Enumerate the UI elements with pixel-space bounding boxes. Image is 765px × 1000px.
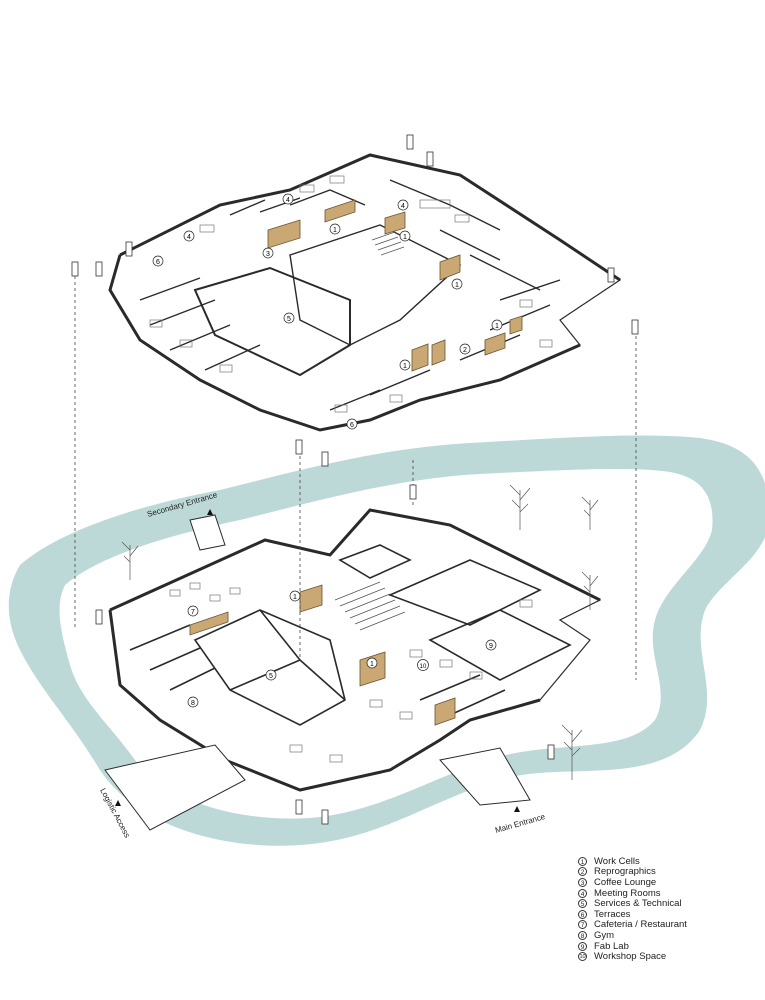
svg-text:1: 1 — [455, 282, 459, 289]
ground-floor-furniture — [169, 582, 533, 763]
legend: 1 Work Cells 2 Reprographics 3 Coffee Loung… — [578, 856, 758, 962]
legend-number: 8 — [578, 930, 587, 940]
svg-text:4: 4 — [401, 203, 405, 210]
upper-floor-furniture — [149, 175, 553, 413]
main-entrance-bridge — [439, 747, 531, 806]
legend-item: 7 Cafeteria / Restaurant — [578, 919, 758, 931]
svg-text:6: 6 — [350, 422, 354, 429]
trees — [121, 484, 599, 780]
room-marker: 4 — [282, 193, 294, 205]
svg-text:3: 3 — [266, 251, 270, 258]
legend-label: Reprographics — [594, 866, 656, 878]
room-marker: 1 — [399, 359, 411, 371]
ground-floor-stairs — [334, 581, 406, 631]
tree-icon — [581, 496, 599, 530]
room-marker: 6 — [152, 255, 164, 267]
legend-label: Fab Lab — [594, 940, 629, 952]
legend-label: Cafeteria / Restaurant — [594, 919, 687, 931]
upper-floor-plan — [108, 153, 622, 432]
upper-floor-markers: 1 1 1 1 1 2 3 4 4 4 5 6 6 — [152, 193, 503, 430]
logistic-access-arrow-icon — [115, 800, 121, 806]
room-marker: 8 — [187, 696, 199, 708]
room-marker: 1 — [366, 657, 378, 669]
svg-text:2: 2 — [463, 347, 467, 354]
tree-icon — [561, 724, 583, 780]
logistic-access-ramp — [104, 744, 246, 831]
legend-label: Gym — [594, 929, 615, 941]
legend-number: 4 — [578, 888, 587, 898]
room-marker: 4 — [183, 230, 195, 242]
room-marker: 7 — [187, 605, 199, 617]
secondary-entrance-bridge — [189, 514, 226, 551]
svg-text:1: 1 — [293, 594, 297, 601]
room-marker: 1 — [399, 230, 411, 242]
room-marker: 1 — [329, 223, 341, 235]
upper-floor-stairs — [371, 231, 405, 256]
svg-text:5: 5 — [269, 673, 273, 680]
legend-item: 4 Meeting Rooms — [578, 888, 758, 899]
svg-text:10: 10 — [420, 664, 427, 670]
legend-item: 9 Fab Lab — [578, 941, 758, 952]
legend-item: 2 Reprographics — [578, 866, 758, 878]
legend-item: 10 Workshop Space — [578, 951, 758, 962]
svg-text:5: 5 — [287, 316, 291, 323]
svg-text:4: 4 — [286, 197, 290, 204]
svg-text:1: 1 — [495, 323, 499, 330]
legend-label: Services & Technical — [594, 898, 682, 910]
tree-icon — [121, 541, 139, 580]
legend-item: 5 Services & Technical — [578, 898, 758, 909]
legend-item: 3 Coffee Lounge — [578, 877, 758, 888]
ground-floor-work-cells — [189, 584, 456, 726]
room-marker: 1 — [451, 278, 463, 290]
room-marker: 9 — [485, 639, 497, 651]
legend-number: 5 — [578, 899, 587, 909]
svg-text:4: 4 — [187, 234, 191, 241]
legend-label: Work Cells — [594, 855, 640, 867]
room-marker: 5 — [265, 669, 277, 681]
room-marker: 2 — [459, 343, 471, 355]
legend-number: 6 — [578, 909, 587, 919]
tree-icon — [509, 484, 531, 530]
legend-number: 7 — [578, 920, 587, 930]
room-marker: 1 — [491, 319, 503, 331]
legend-number: 3 — [578, 877, 587, 887]
legend-item: 8 Gym — [578, 930, 758, 941]
room-marker: 5 — [283, 312, 295, 324]
room-marker: 6 — [346, 418, 358, 430]
ground-floor-markers: 1 1 5 7 8 9 10 — [187, 590, 497, 708]
legend-label: Coffee Lounge — [594, 876, 657, 888]
main-entrance-arrow-icon — [514, 806, 520, 812]
upper-floor-work-cells — [267, 199, 523, 372]
room-marker: 3 — [262, 247, 274, 259]
upper-floor-slab — [109, 154, 622, 431]
columns — [71, 134, 639, 825]
legend-label: Terraces — [594, 908, 631, 920]
svg-text:1: 1 — [333, 227, 337, 234]
room-marker: 10 — [417, 659, 429, 671]
legend-number: 1 — [578, 856, 587, 866]
svg-text:1: 1 — [403, 234, 407, 241]
svg-text:6: 6 — [156, 259, 160, 266]
legend-number: 9 — [578, 941, 587, 951]
svg-text:9: 9 — [489, 643, 493, 650]
svg-text:8: 8 — [191, 700, 195, 707]
room-marker: 4 — [397, 199, 409, 211]
svg-text:1: 1 — [403, 363, 407, 370]
upper-floor-services-block — [193, 266, 351, 377]
legend-number: 10 — [578, 952, 587, 962]
main-entrance-label: Main Entrance — [494, 812, 547, 835]
svg-text:1: 1 — [370, 661, 374, 668]
secondary-entrance-arrow-icon — [207, 509, 213, 515]
legend-label: Workshop Space — [594, 951, 667, 963]
tree-icon — [581, 571, 599, 610]
legend-label: Meeting Rooms — [594, 887, 661, 899]
legend-number: 2 — [578, 867, 587, 877]
legend-item: 6 Terraces — [578, 909, 758, 920]
ground-floor-plan — [104, 508, 602, 831]
upper-floor-courtyard — [289, 224, 462, 346]
room-marker: 1 — [289, 590, 301, 602]
legend-item: 1 Work Cells — [578, 856, 758, 867]
svg-text:7: 7 — [191, 609, 195, 616]
